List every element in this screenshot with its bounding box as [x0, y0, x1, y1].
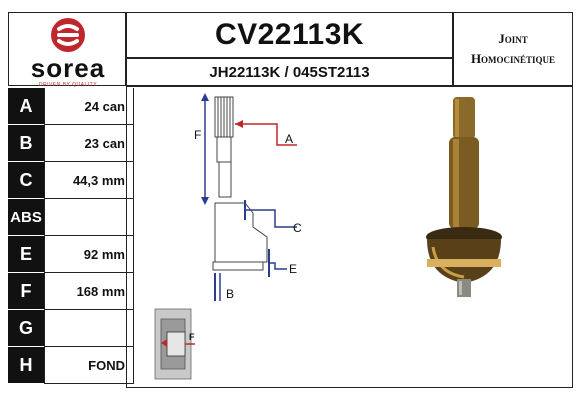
cross-reference: JH22113K / 045ST2113	[209, 63, 370, 81]
spec-value	[44, 199, 134, 236]
label-f: F	[194, 128, 201, 142]
callout-c: C	[244, 200, 302, 235]
spec-value: 44,3 mm	[44, 162, 134, 199]
spec-key: F	[8, 273, 44, 310]
brand-name: sorea	[30, 53, 106, 83]
spec-value: FOND	[44, 347, 134, 384]
brand-logo: sorea DRIVEN BY QUALITY	[8, 12, 126, 88]
cross-reference-box: JH22113K / 045ST2113	[126, 58, 453, 86]
dimension-f: F	[194, 93, 209, 205]
spec-key: C	[8, 162, 44, 199]
spec-value	[44, 310, 134, 347]
part-number: CV22113K	[214, 18, 365, 51]
spec-row: ABS	[8, 199, 134, 236]
spec-row: A 24 can	[8, 88, 134, 125]
technical-drawing: F A	[154, 93, 502, 380]
spec-key: E	[8, 236, 44, 273]
inset-diagram: F	[154, 308, 195, 380]
technical-drawing-area: F A	[126, 86, 573, 388]
spec-value: 168 mm	[44, 273, 134, 310]
spec-row: F 168 mm	[8, 273, 134, 310]
spec-value: 92 mm	[44, 236, 134, 273]
product-type-line1: Joint	[498, 31, 528, 46]
sorea-logo-icon	[51, 18, 85, 52]
callout-b: B	[214, 273, 234, 301]
brand-tagline: DRIVEN BY QUALITY	[38, 82, 98, 88]
label-a: A	[285, 132, 293, 146]
label-c: C	[293, 221, 302, 235]
spec-row: G	[8, 310, 134, 347]
spec-key: G	[8, 310, 44, 347]
part-number-box: CV22113K	[126, 12, 453, 58]
spec-row: E 92 mm	[8, 236, 134, 273]
spec-value: 23 can	[44, 125, 134, 162]
spec-row: H FOND	[8, 347, 134, 384]
spec-key: H	[8, 347, 44, 384]
product-type-box: Joint Homocinétique	[453, 12, 573, 86]
spec-value: 24 can	[44, 88, 134, 125]
product-type-line2: Homocinétique	[470, 51, 556, 66]
cv-joint-image	[426, 97, 502, 297]
callout-e: E	[268, 249, 297, 277]
inset-label: F	[189, 332, 195, 342]
callout-a: A	[235, 120, 297, 146]
spec-row: C 44,3 mm	[8, 162, 134, 199]
spec-key: B	[8, 125, 44, 162]
spec-key: A	[8, 88, 44, 125]
spec-row: B 23 can	[8, 125, 134, 162]
spec-key: ABS	[8, 199, 44, 236]
shaft-outline	[212, 96, 268, 271]
label-b: B	[226, 287, 234, 301]
label-e: E	[289, 262, 297, 276]
